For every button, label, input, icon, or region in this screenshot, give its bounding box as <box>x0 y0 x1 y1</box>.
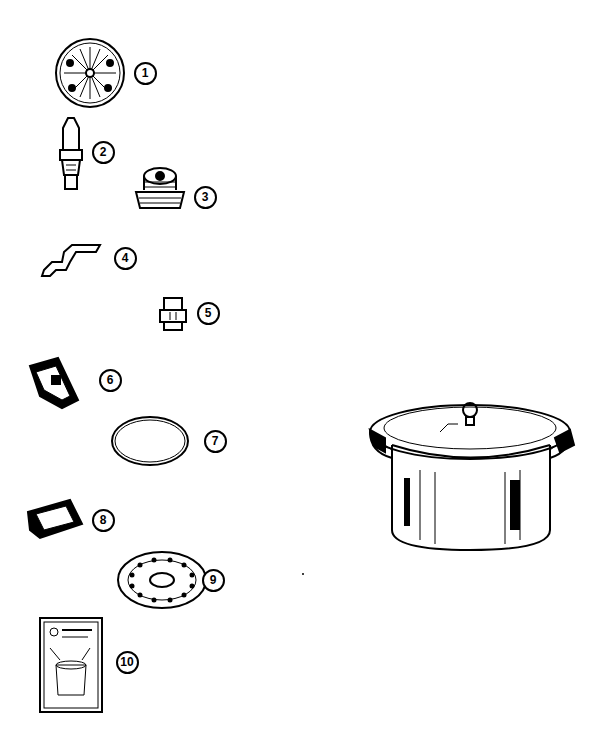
callout-circle: 4 <box>114 247 137 270</box>
regulator-disc <box>56 39 124 107</box>
fitting <box>160 298 186 330</box>
callout-circle: 10 <box>116 651 139 674</box>
instruction-booklet <box>40 618 102 712</box>
callout-number: 5 <box>205 307 212 319</box>
callout-number: 3 <box>202 191 209 203</box>
callout-number: 8 <box>100 514 107 526</box>
callout-circle: 7 <box>204 430 227 453</box>
callout-number: 4 <box>122 252 129 264</box>
bracket <box>42 245 100 276</box>
callout-number: 7 <box>212 435 219 447</box>
callout-circle: 1 <box>134 62 157 85</box>
cooking-rack <box>118 552 206 608</box>
handle-piece <box>30 358 78 408</box>
handle-piece <box>28 500 82 538</box>
callout-circle: 9 <box>202 569 225 592</box>
speck <box>302 573 304 575</box>
callout-number: 10 <box>120 656 133 668</box>
callout-circle: 3 <box>194 186 217 209</box>
callout-number: 9 <box>210 574 217 586</box>
callout-circle: 8 <box>92 509 115 532</box>
overpressure-plug <box>136 168 184 208</box>
sealing-ring <box>112 417 188 465</box>
callout-circle: 2 <box>92 141 115 164</box>
pressure-cooker <box>370 403 574 550</box>
callout-number: 2 <box>100 146 107 158</box>
callout-number: 1 <box>142 67 149 79</box>
vent-pipe <box>60 118 82 189</box>
callout-circle: 6 <box>99 369 122 392</box>
callout-number: 6 <box>107 374 114 386</box>
callout-circle: 5 <box>197 302 220 325</box>
